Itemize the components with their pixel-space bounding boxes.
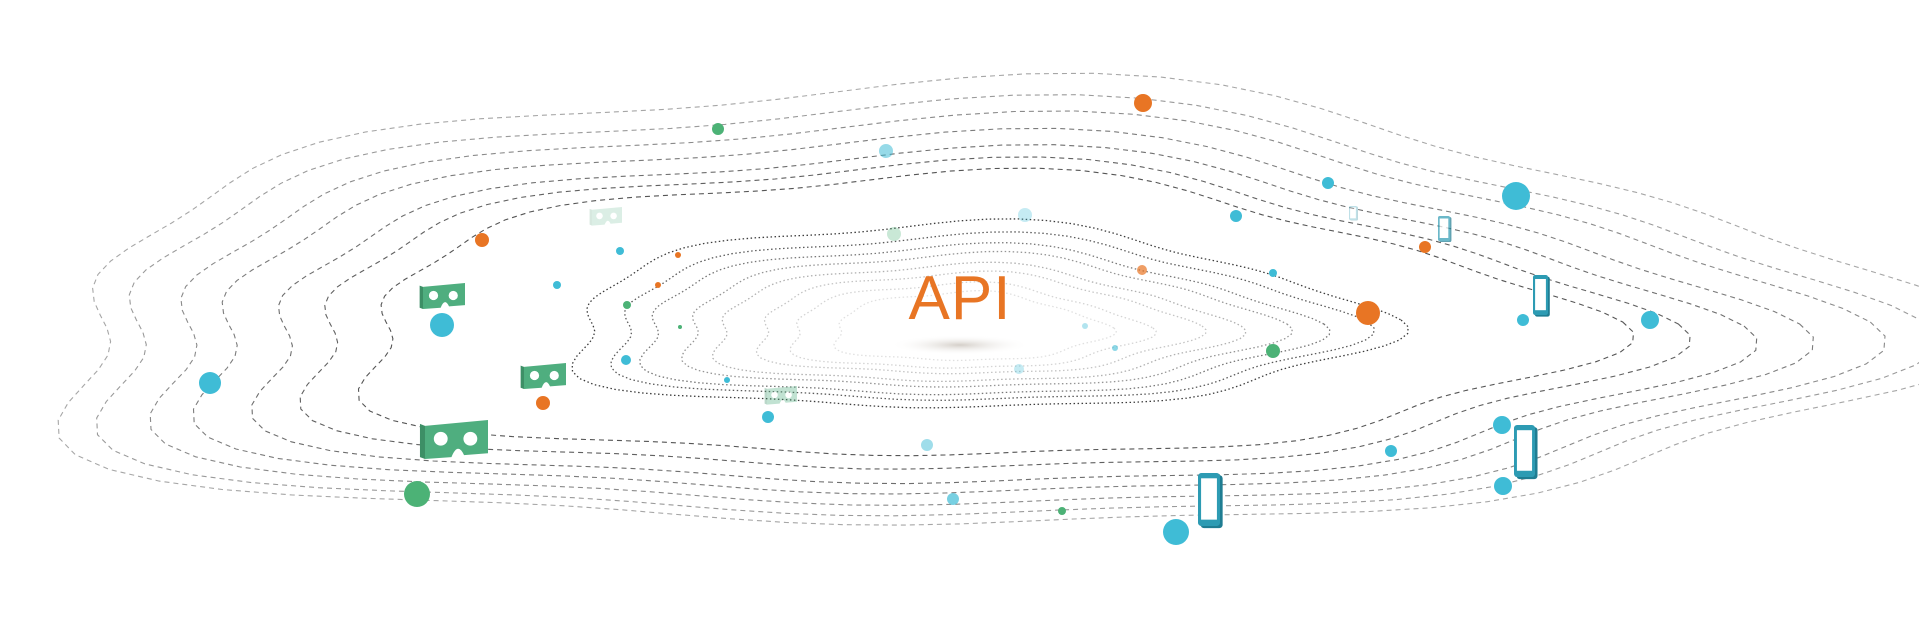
api-title: API xyxy=(908,264,1012,333)
blue-dot xyxy=(762,411,774,423)
blue-dot xyxy=(1517,314,1529,326)
inner-contour-line xyxy=(833,289,1117,362)
inner-contour-line xyxy=(610,231,1375,401)
blue-dot xyxy=(1269,269,1277,277)
green-dot xyxy=(1058,507,1066,515)
smartphone-icon xyxy=(1438,216,1452,242)
orange-dot xyxy=(475,233,489,247)
blue-dot xyxy=(1018,208,1032,222)
outer-contour-line xyxy=(299,156,1691,470)
vr-headset-icon xyxy=(764,386,797,405)
blue-dot xyxy=(921,439,933,451)
smartphone-icon xyxy=(1349,206,1358,221)
green-dot xyxy=(1266,344,1280,358)
blue-dot xyxy=(1112,345,1118,351)
inner-contour-line xyxy=(681,250,1293,388)
outer-contour-line xyxy=(149,110,1886,506)
orange-dot xyxy=(675,252,681,258)
blue-dot xyxy=(1014,364,1024,374)
orange-dot xyxy=(1356,301,1380,325)
outer-contour-line xyxy=(251,144,1758,485)
network-nodes xyxy=(199,94,1659,545)
inner-contour-line xyxy=(755,270,1207,375)
blue-dot xyxy=(1641,311,1659,329)
smartphone-icon xyxy=(1533,275,1550,317)
smartphone-icon xyxy=(1198,473,1223,529)
blue-dot xyxy=(1322,177,1334,189)
green-dot xyxy=(712,123,724,135)
blue-dot xyxy=(199,372,221,394)
blue-dot xyxy=(1502,182,1530,210)
orange-dot xyxy=(1419,241,1431,253)
vr-headset-icon xyxy=(520,363,566,390)
blue-dot xyxy=(947,493,959,505)
inner-contour-line xyxy=(571,218,1409,409)
orange-dot xyxy=(1137,265,1147,275)
contour-lines xyxy=(57,72,1919,526)
blue-dot xyxy=(1163,519,1189,545)
outer-contour-line xyxy=(57,72,1919,526)
vr-headset-icon xyxy=(419,420,488,460)
inner-contour-line xyxy=(639,242,1331,396)
orange-dot xyxy=(536,396,550,410)
orange-dot xyxy=(1134,94,1152,112)
blue-dot xyxy=(724,377,730,383)
green-dot xyxy=(623,301,631,309)
green-dot xyxy=(404,481,430,507)
blue-dot xyxy=(1230,210,1242,222)
blue-dot xyxy=(1494,477,1512,495)
outer-contour-line xyxy=(96,94,1919,517)
vr-headset-icon xyxy=(589,207,622,226)
vr-headset-icon xyxy=(419,283,465,310)
orange-dot xyxy=(655,282,661,288)
api-shadow xyxy=(890,335,1030,355)
blue-dot xyxy=(621,355,631,365)
blue-dot xyxy=(430,313,454,337)
blue-dot xyxy=(1385,445,1397,457)
blue-dot xyxy=(616,247,624,255)
blue-dot xyxy=(879,144,893,158)
green-dot xyxy=(678,325,682,329)
inner-contour-line xyxy=(712,261,1247,383)
blue-dot xyxy=(553,281,561,289)
smartphone-icon xyxy=(1514,425,1538,480)
green-dot xyxy=(887,227,901,241)
blue-dot xyxy=(1082,323,1088,329)
outer-contour-line xyxy=(357,167,1635,457)
blue-dot xyxy=(1493,416,1511,434)
